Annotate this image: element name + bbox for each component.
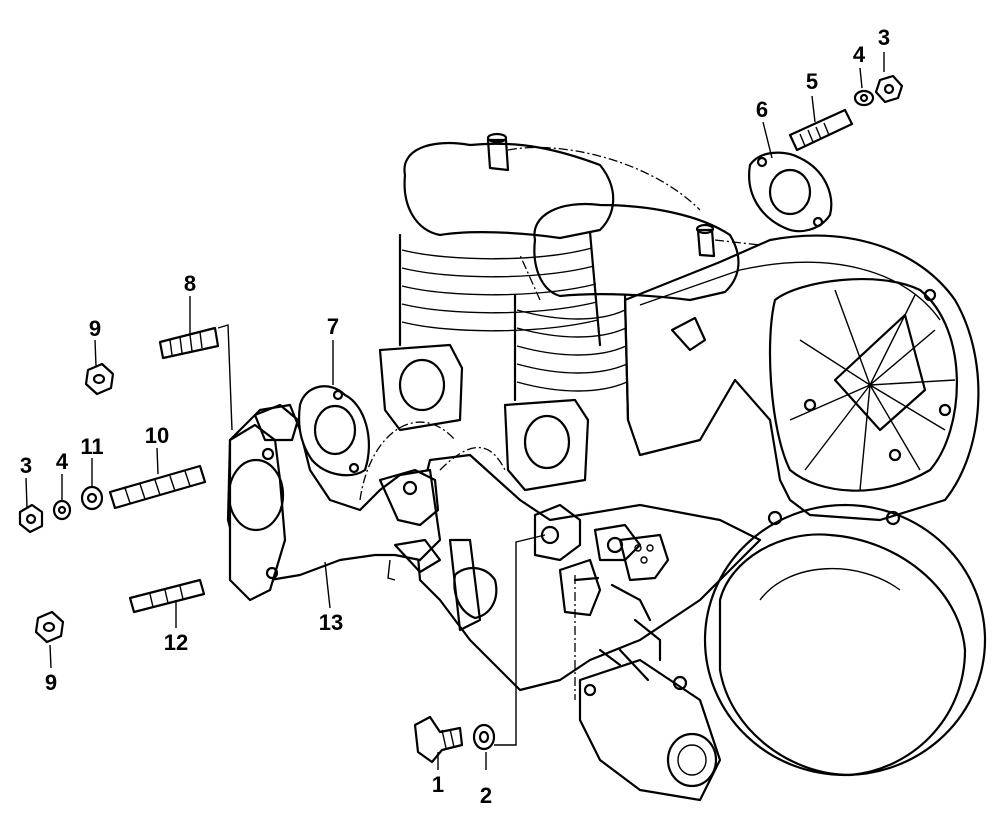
washer-4-left: [52, 499, 72, 521]
callout-4-top: 4: [853, 42, 866, 67]
washer-11: [80, 485, 104, 511]
callout-1: 1: [432, 772, 444, 797]
nut-3-top: [874, 74, 904, 104]
washer-2: [472, 723, 496, 751]
callout-5: 5: [806, 69, 818, 94]
callout-3-top: 3: [878, 25, 890, 50]
callout-11: 11: [80, 434, 103, 459]
callout-9-top: 9: [89, 316, 101, 341]
leader-lines: [25, 52, 885, 770]
callout-labels: 1 2 3 4 5 6 7 8 9 10 3 4 11 12 13 9: [20, 25, 890, 808]
nut-9-top: [84, 362, 115, 396]
callout-13: 13: [319, 610, 343, 635]
manifold-guide-line-2: [439, 446, 506, 471]
callout-7: 7: [327, 314, 339, 339]
washer-4-top: [853, 89, 875, 107]
stud-10: [108, 464, 207, 510]
stud-8: [158, 326, 220, 360]
callout-2: 2: [480, 783, 492, 808]
gasket-7: [297, 385, 370, 477]
callout-8: 8: [184, 271, 196, 296]
fitting-1: [413, 715, 464, 764]
manifold-guide-line: [359, 421, 456, 501]
nut-9-bottom: [34, 610, 65, 644]
stud-5: [788, 108, 854, 152]
stud-12: [128, 578, 206, 614]
gasket-6: [748, 151, 833, 233]
callout-4-left: 4: [56, 449, 69, 474]
nut-3-left: [18, 503, 44, 534]
callout-10: 10: [145, 423, 169, 448]
assembly-guide-lines: [507, 146, 761, 700]
callout-9-bottom: 9: [45, 670, 57, 695]
callout-6: 6: [756, 97, 768, 122]
callout-12: 12: [164, 630, 188, 655]
callout-3-left: 3: [20, 453, 32, 478]
engine-assembly: [378, 132, 987, 802]
